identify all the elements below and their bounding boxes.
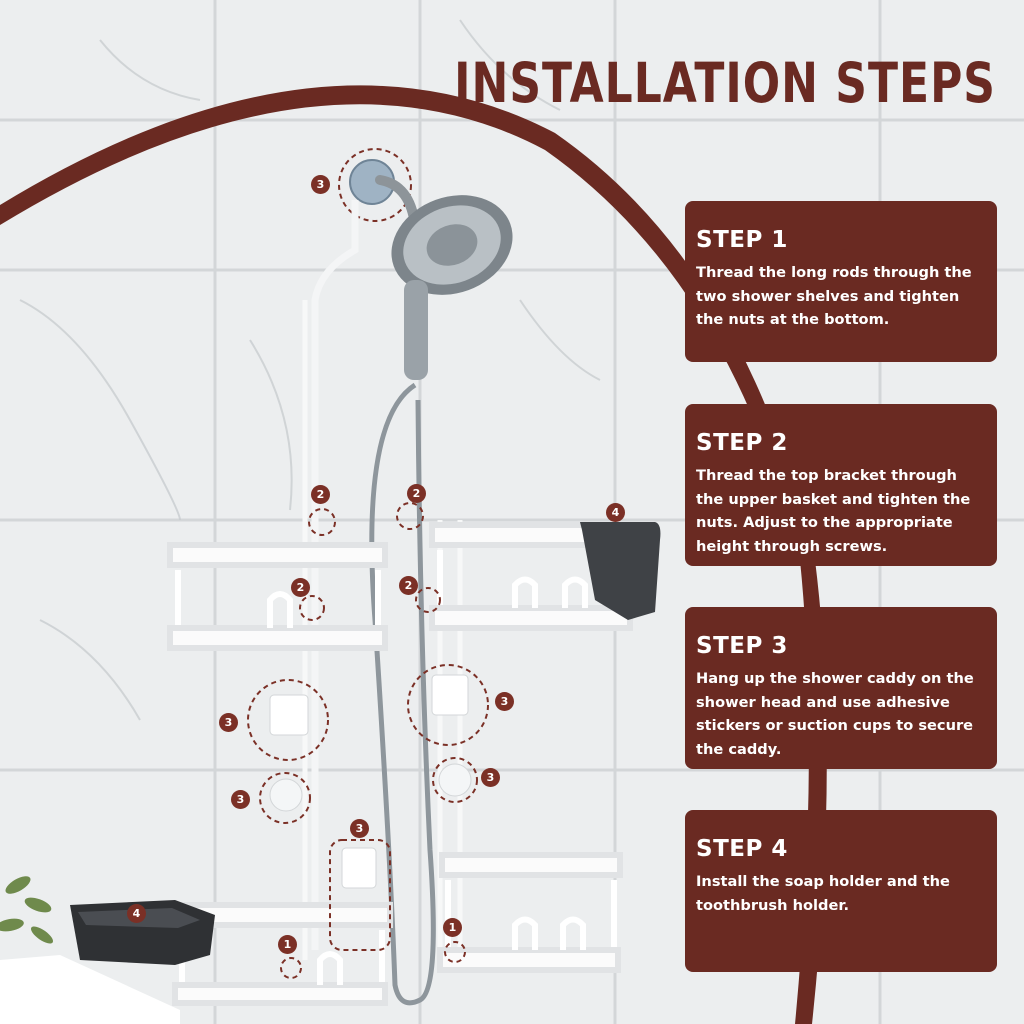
step-heading: STEP 1 <box>696 227 788 253</box>
step-heading: STEP 2 <box>696 430 788 456</box>
marker-3-right-suction: 3 <box>481 768 500 787</box>
shower-head <box>391 195 513 380</box>
marker-1-right: 1 <box>443 918 462 937</box>
step-card-3: STEP 3 Hang up the shower caddy on the s… <box>685 607 997 769</box>
marker-4-toothbrush-holder: 4 <box>606 503 625 522</box>
step-description: Thread the long rods through the two sho… <box>696 264 972 328</box>
marker-2-mid-left: 2 <box>291 578 310 597</box>
marker-3-shower-mount: 3 <box>311 175 330 194</box>
toothbrush-holder <box>580 522 661 620</box>
step-description: Install the soap holder and the toothbru… <box>696 873 950 914</box>
lower-right-basket <box>437 852 623 973</box>
step-card-4: STEP 4 Install the soap holder and the t… <box>685 810 997 972</box>
marker-3-lower-bracket: 3 <box>350 819 369 838</box>
step-description: Hang up the shower caddy on the shower h… <box>696 670 974 758</box>
marker-3-left-suction: 3 <box>231 790 250 809</box>
upper-left-basket <box>167 542 388 651</box>
marker-2-top-right: 2 <box>407 484 426 503</box>
lower-left-basket <box>172 902 393 1006</box>
shower-mount-highlight <box>338 148 412 222</box>
marker-4-soap-holder: 4 <box>127 904 146 923</box>
marker-2-top-left: 2 <box>311 485 330 504</box>
marker-3-left-sticker: 3 <box>219 713 238 732</box>
step-card-1: STEP 1 Thread the long rods through the … <box>685 201 997 362</box>
marble-veins <box>19 19 601 721</box>
step-card-2: STEP 2 Thread the top bracket through th… <box>685 404 997 566</box>
marker-1-left: 1 <box>278 935 297 954</box>
step-heading: STEP 4 <box>696 836 788 862</box>
step-description: Thread the top bracket through the upper… <box>696 467 971 555</box>
plant-decoration <box>0 876 54 944</box>
page-title: INSTALLATION STEPS <box>454 52 996 116</box>
marker-2-mid-right: 2 <box>399 576 418 595</box>
step-heading: STEP 3 <box>696 633 788 659</box>
callout-highlights <box>247 502 489 979</box>
marker-3-right-sticker: 3 <box>495 692 514 711</box>
